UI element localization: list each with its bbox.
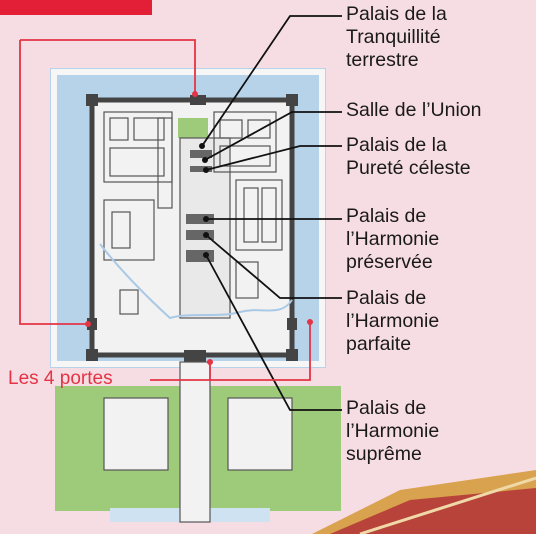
gate-west: [87, 318, 97, 330]
corner-tower: [86, 349, 98, 361]
south-courtyard-west: [103, 397, 169, 471]
label-line: Tranquillité: [346, 26, 441, 48]
label-line: Palais de la: [346, 134, 447, 156]
east-buildings: [213, 111, 283, 299]
callout-line-parfaite: [205, 234, 342, 299]
gate-pointers: [19, 39, 311, 381]
label-line: suprême: [346, 443, 422, 465]
callout-dots: [199, 143, 209, 258]
south-approach: [179, 361, 211, 523]
corner-tower: [286, 94, 298, 106]
label-line: l’Harmonie: [346, 228, 440, 250]
gates-label: Les 4 portes: [8, 368, 113, 389]
central-axis: [179, 137, 231, 319]
label-palais-tranquillite: Palais de la Tranquillité terrestre: [346, 3, 447, 72]
gate-pointer-dots: [85, 91, 313, 365]
south-courtyard-east: [227, 397, 293, 471]
label-salle-union: Salle de l’Union: [346, 99, 482, 122]
label-line: l’Harmonie: [346, 420, 440, 442]
imperial-garden: [178, 118, 208, 138]
callout-line-union: [204, 111, 342, 161]
label-harmonie-parfaite: Palais de l’Harmonie parfaite: [346, 287, 439, 356]
corner-tower: [286, 349, 298, 361]
label-palais-purete: Palais de la Pureté céleste: [346, 134, 471, 180]
palace-illustration-corner: [312, 470, 536, 534]
callout-line-purete: [205, 145, 342, 171]
label-harmonie-supreme: Palais de l’Harmonie suprême: [346, 397, 439, 466]
label-line: Palais de la: [346, 3, 447, 25]
label-line: parfaite: [346, 333, 412, 355]
label-line: l’Harmonie: [346, 310, 440, 332]
label-line: préservée: [346, 251, 433, 273]
label-line: Palais de: [346, 205, 427, 227]
callout-lines: [201, 15, 342, 411]
corner-tower: [86, 94, 98, 106]
callout-line-tranquillite: [201, 15, 342, 147]
label-harmonie-preservee: Palais de l’Harmonie préservée: [346, 205, 439, 274]
label-line: Palais de: [346, 397, 427, 419]
gate-south: [184, 350, 206, 362]
label-line: Palais de: [346, 287, 427, 309]
label-line: terrestre: [346, 49, 419, 71]
gate-east: [287, 318, 297, 330]
callout-line-supreme: [205, 254, 342, 411]
label-line: Pureté céleste: [346, 157, 471, 179]
west-buildings: [103, 111, 173, 315]
label-line: Salle de l’Union: [346, 99, 482, 121]
inner-stream: [99, 243, 293, 320]
header-tab: [0, 0, 152, 15]
gate-north: [190, 95, 206, 105]
